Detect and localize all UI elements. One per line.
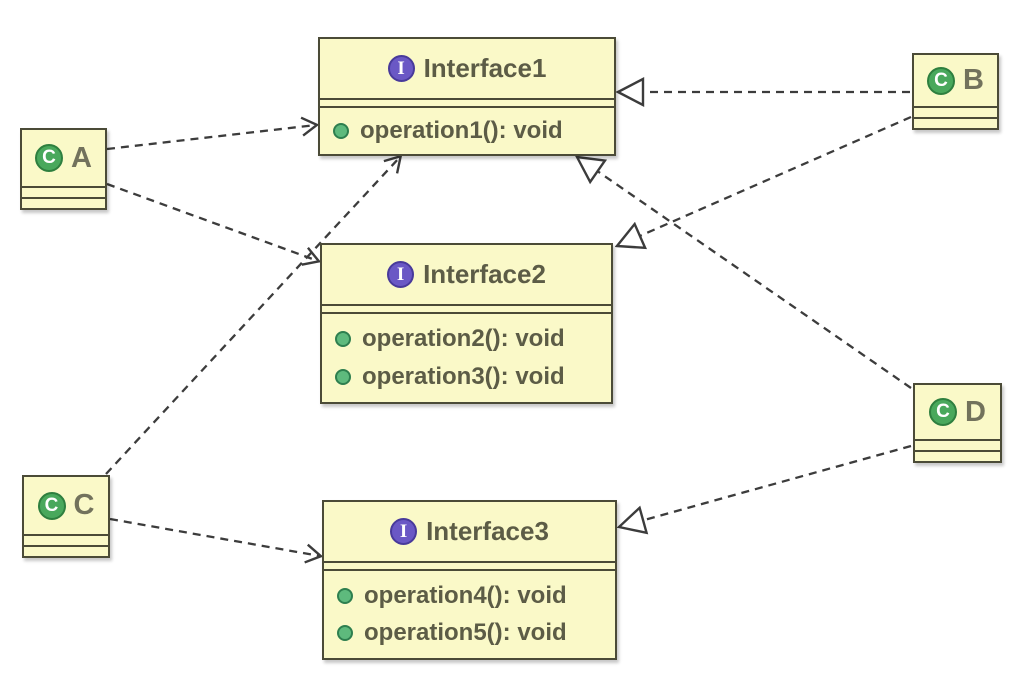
empty-methods-compartment xyxy=(914,117,997,128)
interface-icon: I xyxy=(387,261,415,288)
interface1-header: I Interface1 xyxy=(320,39,614,98)
node-class-d[interactable]: C D xyxy=(913,383,1002,463)
operation-dot-icon xyxy=(335,368,351,385)
interface3-members: operation4(): void operation5(): void xyxy=(324,571,615,658)
class-icon: C xyxy=(37,491,66,520)
edge-C-Interface1-dependency[interactable] xyxy=(105,154,403,475)
node-class-b[interactable]: C B xyxy=(912,53,999,130)
class-a-title: A xyxy=(71,141,92,174)
class-b-title: B xyxy=(963,64,984,96)
empty-methods-compartment xyxy=(22,197,105,208)
member-label: operation2(): void xyxy=(362,325,565,353)
member-row[interactable]: operation3(): void xyxy=(335,363,605,391)
class-icon: C xyxy=(929,398,958,426)
edge-B-Interface2-realization[interactable] xyxy=(617,115,912,246)
operation-dot-icon xyxy=(337,588,353,604)
class-icon: C xyxy=(927,66,956,95)
empty-fields-compartment xyxy=(914,106,997,117)
node-class-a[interactable]: C A xyxy=(20,128,107,210)
member-label: operation3(): void xyxy=(362,362,565,390)
compartment-separator xyxy=(322,304,611,314)
member-label: operation5(): void xyxy=(364,619,567,646)
member-row[interactable]: operation4(): void xyxy=(337,582,609,610)
class-b-header: C B xyxy=(914,55,997,106)
edge-D-Interface3-realization[interactable] xyxy=(619,444,912,527)
class-d-header: C D xyxy=(915,385,1000,439)
interface2-header: I Interface2 xyxy=(322,245,611,304)
interface3-header: I Interface3 xyxy=(324,502,615,561)
empty-methods-compartment xyxy=(24,545,108,556)
edge-A-Interface1-dependency[interactable] xyxy=(106,116,320,151)
class-c-title: C xyxy=(73,489,95,521)
node-interface3[interactable]: I Interface3 operation4(): void operatio… xyxy=(322,500,617,660)
operation-dot-icon xyxy=(337,625,353,641)
edge-A-Interface2-dependency[interactable] xyxy=(106,182,322,266)
compartment-separator xyxy=(320,98,614,108)
interface-icon: I xyxy=(387,55,415,82)
empty-fields-compartment xyxy=(915,439,1000,450)
interface2-members: operation2(): void operation3(): void xyxy=(322,314,611,402)
compartment-separator xyxy=(324,561,615,571)
member-label: operation1(): void xyxy=(360,117,563,144)
member-row[interactable]: operation5(): void xyxy=(337,619,609,647)
interface2-title: Interface2 xyxy=(423,259,546,289)
operation-dot-icon xyxy=(333,123,349,139)
interface1-title: Interface1 xyxy=(423,53,547,83)
empty-methods-compartment xyxy=(915,450,1000,461)
class-d-title: D xyxy=(965,395,986,428)
member-row[interactable]: operation2(): void xyxy=(335,325,605,353)
class-c-header: C C xyxy=(24,477,108,534)
node-class-c[interactable]: C C xyxy=(22,475,110,558)
class-a-header: C A xyxy=(22,130,105,186)
class-icon: C xyxy=(35,144,64,172)
edge-C-Interface3-dependency[interactable] xyxy=(109,517,324,564)
empty-fields-compartment xyxy=(24,534,108,545)
operation-dot-icon xyxy=(335,331,351,348)
node-interface1[interactable]: I Interface1 operation1(): void xyxy=(318,37,616,156)
node-interface2[interactable]: I Interface2 operation2(): void operatio… xyxy=(320,243,613,404)
interface3-title: Interface3 xyxy=(426,516,549,546)
interface-icon: I xyxy=(390,518,418,545)
member-label: operation4(): void xyxy=(364,582,567,609)
empty-fields-compartment xyxy=(22,186,105,197)
member-row[interactable]: operation1(): void xyxy=(333,117,608,145)
edge-D-Interface1-realization[interactable] xyxy=(577,157,912,389)
interface1-members: operation1(): void xyxy=(320,108,614,154)
